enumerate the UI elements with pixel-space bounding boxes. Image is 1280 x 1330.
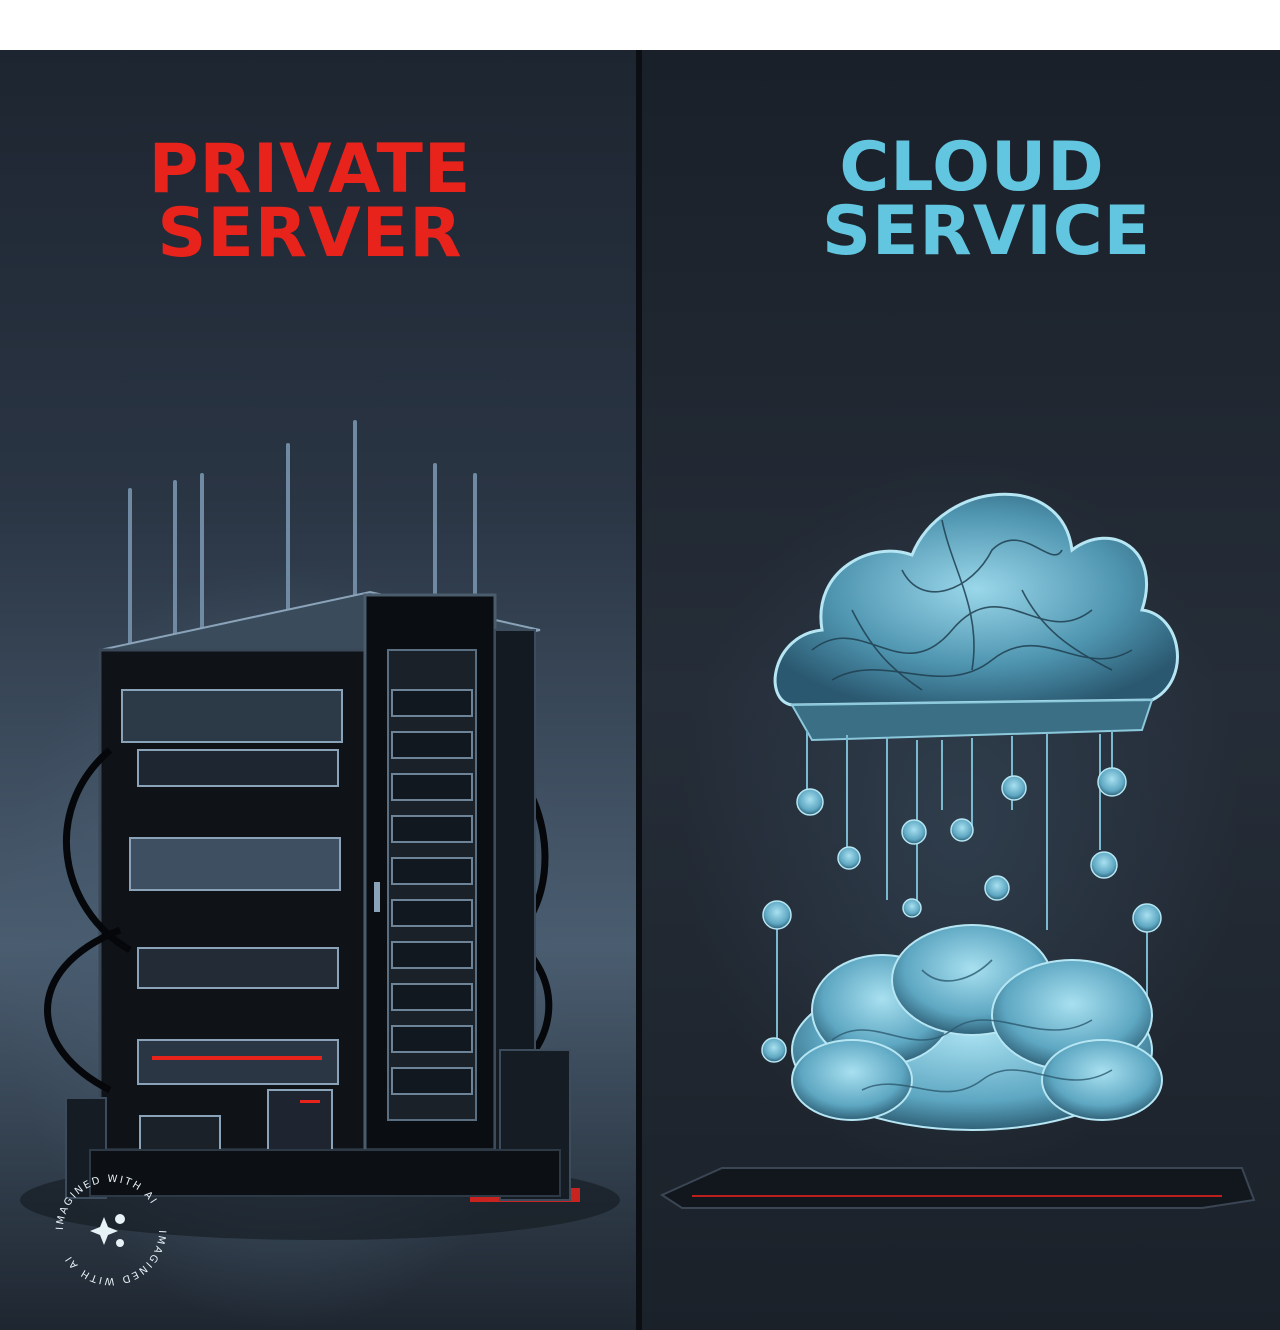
cloud-network-icon <box>659 492 1256 1209</box>
private-server-title: PRIVATE SERVER <box>130 130 490 273</box>
title-line-2: SERVICE <box>822 192 1152 271</box>
title-line-2: SERVER <box>157 194 463 273</box>
title-line-1: CLOUD <box>839 128 1105 207</box>
server-rack-icon <box>20 420 620 1240</box>
imagined-with-ai-badge: IMAGINED WITH AI IMAGINED WITH AI <box>55 1174 167 1286</box>
title-line-1: PRIVATE <box>148 130 472 209</box>
panel-divider <box>636 50 642 1330</box>
comparison-poster: PRIVATE SERVER <box>0 50 1280 1330</box>
watermark-text-repeat: IMAGINED WITH AI <box>63 1230 167 1286</box>
sparkle-icon <box>90 1214 125 1247</box>
cloud-service-panel: CLOUD SERVICE <box>642 50 1280 1330</box>
cloud-service-title: CLOUD SERVICE <box>822 128 1152 271</box>
watermark-text: IMAGINED WITH AI <box>55 1174 159 1230</box>
private-server-panel: PRIVATE SERVER <box>0 50 636 1330</box>
